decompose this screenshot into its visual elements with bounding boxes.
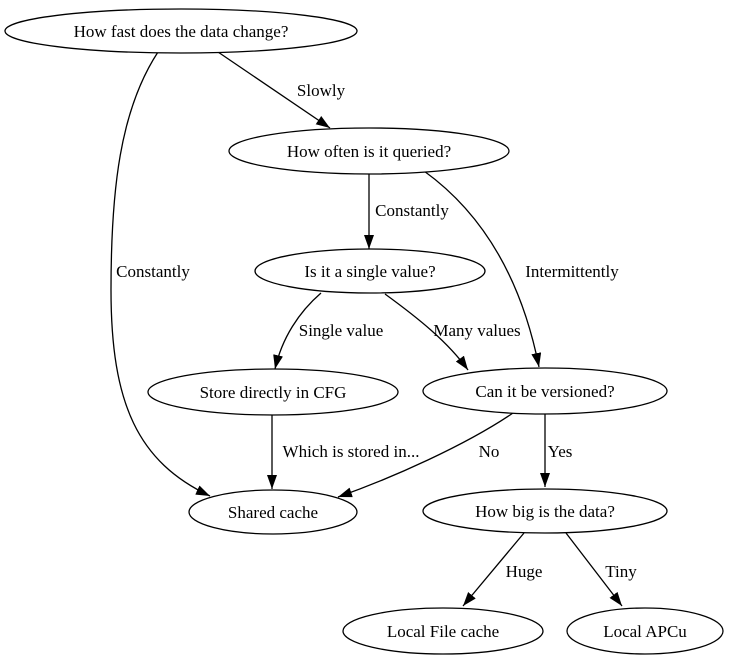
edge-intermittently — [423, 170, 542, 368]
node-local-file-label: Local File cache — [387, 622, 499, 641]
edge-huge — [462, 532, 525, 607]
node-is-single-ellipse — [254, 248, 486, 294]
node-versioned-ellipse — [422, 367, 668, 415]
edge-labels: Slowly Constantly Constantly Intermitten… — [116, 81, 637, 581]
node-shared-cache-ellipse — [188, 489, 358, 535]
edge-constantly-to-shared-cache — [110, 51, 211, 497]
edge-label-single-value: Single value — [299, 321, 384, 340]
node-versioned-label: Can it be versioned? — [475, 382, 614, 401]
node-how-often-label: How often is it queried? — [287, 142, 451, 161]
node-shared-cache: Shared cache — [188, 489, 358, 535]
node-store-cfg-label: Store directly in CFG — [200, 383, 347, 402]
edge-label-constantly-middle: Constantly — [375, 201, 449, 220]
edge-label-which-is-stored-in: Which is stored in... — [283, 442, 420, 461]
node-store-directly-in-cfg: Store directly in CFG — [147, 368, 399, 416]
edge-label-yes: Yes — [548, 442, 573, 461]
node-how-big-label: How big is the data? — [475, 502, 615, 521]
node-local-apcu-ellipse — [566, 607, 724, 655]
edge-many-values — [384, 293, 469, 371]
node-local-file-ellipse — [342, 607, 544, 655]
nodes: How fast does the data change? How often… — [4, 8, 724, 655]
edge-label-constantly-left: Constantly — [116, 262, 190, 281]
node-how-often-ellipse — [228, 127, 510, 175]
edge-label-many-values: Many values — [433, 321, 520, 340]
node-local-apcu: Local APCu — [566, 607, 724, 655]
node-is-it-a-single-value: Is it a single value? — [254, 248, 486, 294]
node-local-apcu-label: Local APCu — [603, 622, 687, 641]
node-is-single-label: Is it a single value? — [304, 262, 435, 281]
node-local-file-cache: Local File cache — [342, 607, 544, 655]
node-store-cfg-ellipse — [147, 368, 399, 416]
edges — [110, 51, 623, 607]
edge-no — [337, 412, 514, 498]
node-can-it-be-versioned: Can it be versioned? — [422, 367, 668, 415]
edge-single-value — [273, 292, 322, 370]
edge-label-tiny: Tiny — [605, 562, 637, 581]
node-shared-cache-label: Shared cache — [228, 503, 318, 522]
edge-label-slowly: Slowly — [297, 81, 346, 100]
node-how-fast-ellipse — [4, 8, 358, 54]
edge-tiny — [565, 532, 623, 607]
node-how-fast-label: How fast does the data change? — [74, 22, 289, 41]
edge-slowly — [217, 51, 331, 129]
edge-label-huge: Huge — [506, 562, 543, 581]
node-how-fast-does-the-data-change: How fast does the data change? — [4, 8, 358, 54]
node-how-often-is-it-queried: How often is it queried? — [228, 127, 510, 175]
edge-label-intermittently: Intermittently — [525, 262, 619, 281]
node-how-big-ellipse — [422, 488, 668, 534]
node-how-big-is-the-data: How big is the data? — [422, 488, 668, 534]
edge-label-no: No — [479, 442, 500, 461]
